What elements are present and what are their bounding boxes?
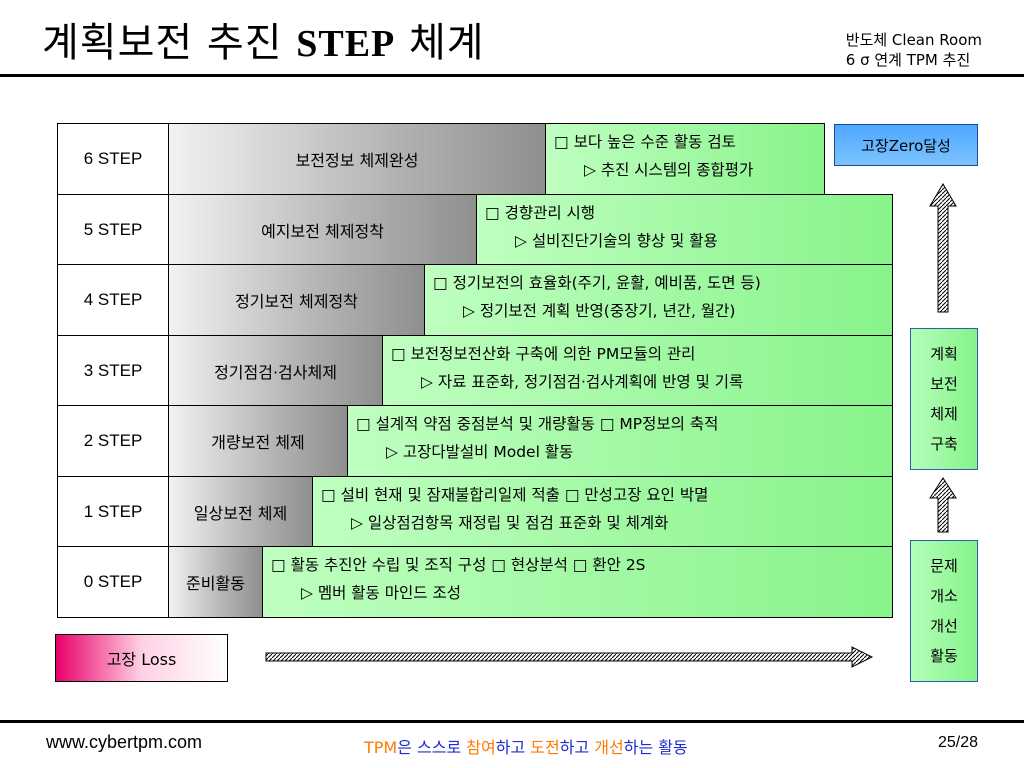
slogan-part: 개선 <box>594 738 624 757</box>
loss-box: 고장 Loss <box>55 634 228 682</box>
step-activity-box: □ 설비 현재 및 잠재불합리일제 적출 □ 만성고장 요인 박멸 ▷ 일상점검항… <box>312 476 893 548</box>
improve-line: 개소 <box>930 587 958 605</box>
title-tail: 체계 <box>409 20 485 66</box>
activity-line1: □ 정기보전의 효율화(주기, 윤활, 예비품, 도면 등) <box>433 274 761 292</box>
step-number-cell: 2 STEP <box>57 405 169 477</box>
step-label-cell: 정기보전 체제정착 <box>168 264 425 336</box>
loss-label: 고장 Loss <box>106 650 177 669</box>
page-title: 계획보전 추진 STEP 체계 <box>42 10 485 68</box>
plan-system-box: 계획 보전 체제 구축 <box>910 328 978 470</box>
activity-line2: ▷ 일상점검항목 재정립 및 점검 표준화 및 체계화 <box>351 514 669 532</box>
step-number-cell: 1 STEP <box>57 476 169 548</box>
slogan-part: 활동 <box>658 738 688 757</box>
step-activity-box: □ 설계적 약점 중점분석 및 개량활동 □ MP정보의 축적 ▷ 고장다발설비 … <box>347 405 893 477</box>
footer-slogan: TPM은 스스로 참여하고 도전하고 개선하는 활동 <box>364 734 688 758</box>
improve-line: 활동 <box>930 647 958 665</box>
plan-line: 보전 <box>930 375 958 393</box>
slogan-part: 스스로 <box>417 738 467 757</box>
bottom-divider <box>0 720 1024 723</box>
top-divider <box>0 74 1024 77</box>
step-label-cell: 개량보전 체제 <box>168 405 348 477</box>
slogan-part: 도전 <box>530 738 560 757</box>
activity-line1: □ 경향관리 시행 <box>485 204 596 222</box>
step-activity-box: □ 활동 추진안 수립 및 조직 구성 □ 현상분석 □ 환안 2S ▷ 멤버 활… <box>262 546 893 618</box>
arrow-right-icon <box>265 646 874 668</box>
subtitle-line1: 반도체 Clean Room <box>845 31 982 49</box>
slogan-part: 은 <box>397 738 418 757</box>
activity-line1: □ 설비 현재 및 잠재불합리일제 적출 □ 만성고장 요인 박멸 <box>321 486 709 504</box>
activity-line1: □ 활동 추진안 수립 및 조직 구성 □ 현상분석 □ 환안 2S <box>271 556 646 574</box>
plan-line: 구축 <box>930 435 958 453</box>
footer-url: www.cybertpm.com <box>46 732 203 752</box>
subtitle: 반도체 Clean Room 6 σ 연계 TPM 추진 <box>846 30 982 70</box>
step-number-cell: 0 STEP <box>57 546 169 618</box>
step-number-cell: 6 STEP <box>57 123 169 195</box>
slogan-part: 하고 <box>495 738 531 757</box>
improve-activity-box: 문제 개소 개선 활동 <box>910 540 978 682</box>
plan-line: 체제 <box>930 405 958 423</box>
arrow-up-icon <box>929 183 957 313</box>
activity-line2: ▷ 정기보전 계획 반영(중장기, 년간, 월간) <box>463 302 736 320</box>
goal-zero-box: 고장Zero달성 <box>834 124 978 166</box>
activity-line2: ▷ 고장다발설비 Model 활동 <box>386 443 574 461</box>
step-label-cell: 보전정보 체제완성 <box>168 123 546 195</box>
step-label-cell: 정기점검·검사체제 <box>168 335 383 407</box>
improve-line: 개선 <box>930 617 958 635</box>
activity-line2: ▷ 추진 시스템의 종합평가 <box>584 161 754 179</box>
activity-line2: ▷ 설비진단기술의 향상 및 활용 <box>515 232 718 250</box>
activity-line1: □ 보다 높은 수준 활동 검토 <box>554 133 736 151</box>
step-number-cell: 3 STEP <box>57 335 169 407</box>
arrow-up-icon <box>929 477 957 533</box>
step-activity-box: □ 정기보전의 효율화(주기, 윤활, 예비품, 도면 등) ▷ 정기보전 계획 … <box>424 264 893 336</box>
slogan-part: 하고 <box>559 738 595 757</box>
step-activity-box: □ 보전정보전산화 구축에 의한 PM모듈의 관리 ▷ 자료 표준화, 정기점검·… <box>382 335 893 407</box>
step-activity-box: □ 경향관리 시행 ▷ 설비진단기술의 향상 및 활용 <box>476 194 893 266</box>
title-korean: 계획보전 추진 <box>42 20 283 66</box>
slogan-part: TPM <box>364 738 398 757</box>
activity-line1: □ 보전정보전산화 구축에 의한 PM모듈의 관리 <box>391 345 696 363</box>
step-number-cell: 4 STEP <box>57 264 169 336</box>
slogan-part: 참여 <box>466 738 496 757</box>
subtitle-line2: 6 σ 연계 TPM 추진 <box>845 51 971 69</box>
activity-line1: □ 설계적 약점 중점분석 및 개량활동 □ MP정보의 축적 <box>356 415 719 433</box>
plan-line: 계획 <box>930 345 958 363</box>
step-label-cell: 준비활동 <box>168 546 263 618</box>
step-activity-box: □ 보다 높은 수준 활동 검토 ▷ 추진 시스템의 종합평가 <box>545 123 825 195</box>
activity-line2: ▷ 자료 표준화, 정기점검·검사계획에 반영 및 기록 <box>421 373 744 391</box>
title-step: STEP <box>296 23 396 65</box>
slogan-part: 하는 <box>623 738 659 757</box>
improve-line: 문제 <box>930 557 958 575</box>
step-label-cell: 예지보전 체제정착 <box>168 194 477 266</box>
activity-line2: ▷ 멤버 활동 마인드 조성 <box>301 584 461 602</box>
goal-label: 고장Zero달성 <box>861 136 951 155</box>
step-number-cell: 5 STEP <box>57 194 169 266</box>
page-number: 25/28 <box>937 734 978 751</box>
step-label-cell: 일상보전 체제 <box>168 476 313 548</box>
